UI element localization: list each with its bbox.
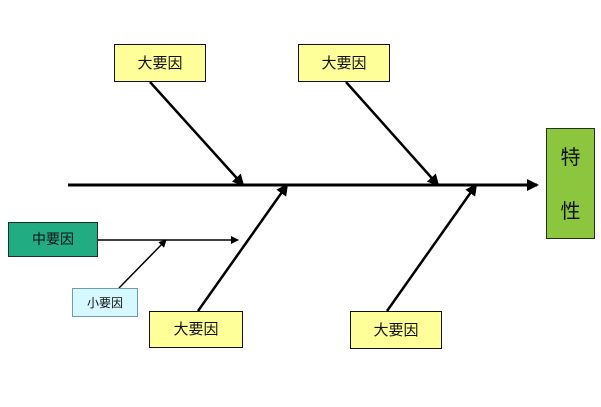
major-cause-box-bottom-left: 大要因 [149, 311, 243, 348]
medium-cause-box: 中要因 [8, 222, 98, 257]
major-cause-label: 大要因 [137, 53, 183, 72]
major-cause-label: 大要因 [173, 320, 219, 338]
upper-right-bone [345, 81, 440, 187]
lower-left-bone [196, 183, 289, 312]
effect-char-1: 特 [560, 144, 581, 169]
major-cause-label: 大要因 [321, 53, 367, 72]
effect-box: 特 性 [546, 128, 595, 239]
effect-char-2: 性 [560, 198, 581, 223]
medium-cause-label: 中要因 [32, 231, 74, 248]
upper-left-bone [149, 81, 245, 187]
lower-right-bone [385, 183, 478, 312]
major-cause-box-top-right: 大要因 [298, 44, 390, 82]
minor-cause-box: 小要因 [72, 288, 138, 317]
minor-cause-label: 小要因 [86, 295, 123, 310]
minor-cause-branch [118, 239, 167, 289]
major-cause-box-bottom-right: 大要因 [350, 311, 442, 349]
major-cause-box-top-left: 大要因 [114, 44, 206, 82]
major-cause-label: 大要因 [373, 320, 419, 339]
